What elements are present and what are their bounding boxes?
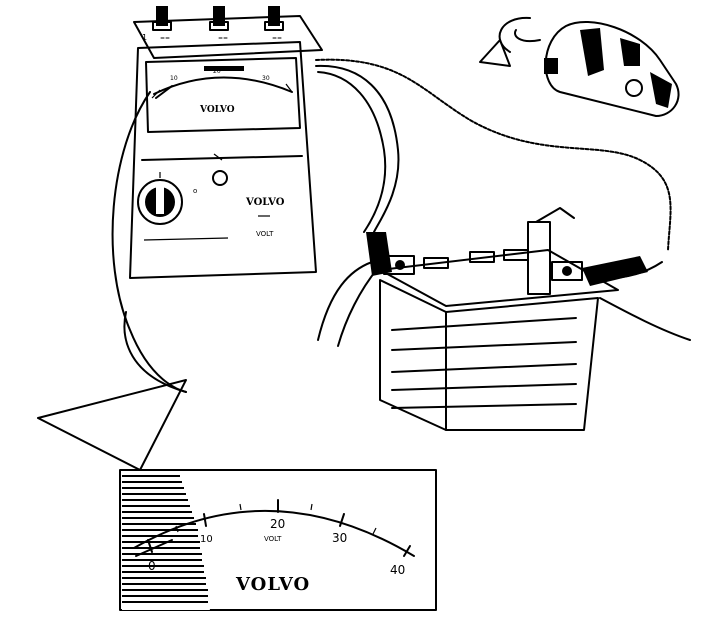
svg-text:==: == — [218, 35, 228, 42]
meter-scale-label-10: 10 — [200, 534, 213, 545]
meter-scale-label-0: 0 — [148, 559, 156, 573]
meter-needle — [135, 539, 173, 557]
battery-tester-unit: 1 == == == 10 20 30 VOLVO — [129, 6, 323, 279]
car-battery — [366, 207, 648, 431]
svg-text:==: == — [272, 35, 282, 42]
starter-motor — [479, 16, 680, 117]
meter-closeup-shading — [122, 472, 210, 610]
meter-closeup: 0 10 20 30 40 VOLT VOLVO — [119, 469, 437, 611]
meter-scale-label-20: 20 — [270, 517, 285, 531]
svg-text:==: == — [160, 35, 170, 42]
svg-text:10: 10 — [170, 75, 178, 82]
tester-selector-knob — [137, 172, 183, 225]
zoom-arrow-icon — [37, 91, 187, 471]
tester-terminal-posts: 1 == == == — [142, 6, 284, 42]
svg-text:20: 20 — [213, 68, 221, 75]
tester-panel-brand: VOLVO — [245, 197, 285, 208]
tester-cables — [315, 58, 691, 347]
tester-meter-window: 10 20 30 VOLVO — [145, 57, 301, 133]
battery-clamp-left — [366, 232, 415, 276]
meter-unit-label: VOLT — [264, 535, 282, 543]
svg-text:1: 1 — [142, 33, 147, 42]
rotation-arrow-icon — [479, 16, 541, 67]
meter-closeup-brand: VOLVO — [235, 574, 310, 595]
meter-scale-label-40: 40 — [390, 563, 405, 577]
battery-clamp-right — [527, 207, 648, 295]
meter-scale-arc — [133, 510, 415, 557]
tester-brand-label: VOLVO — [199, 105, 235, 115]
svg-text:30: 30 — [262, 75, 270, 82]
tester-panel-volt-text: VOLT — [256, 230, 274, 238]
meter-scale-label-30: 30 — [332, 531, 347, 545]
svg-text:o: o — [193, 187, 197, 195]
tester-button — [212, 170, 228, 186]
